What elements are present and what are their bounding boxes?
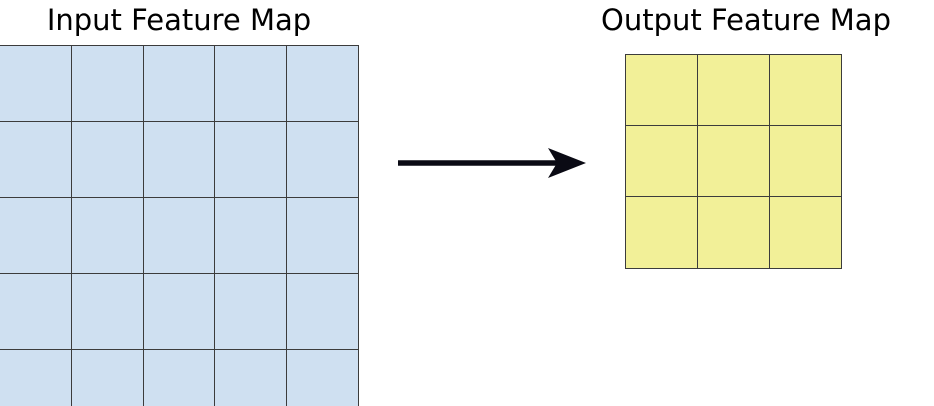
input-feature-map-cell: [0, 273, 73, 351]
input-feature-map-cell: [214, 121, 287, 199]
input-feature-map-cell: [0, 197, 73, 275]
input-feature-map-cell: [0, 45, 73, 123]
input-feature-map-cell: [285, 349, 359, 406]
input-feature-map-cell: [71, 349, 144, 406]
input-feature-map-cell: [214, 273, 287, 351]
input-feature-map-cell: [71, 121, 144, 199]
input-feature-map-cell: [142, 45, 216, 123]
output-feature-map-cell: [768, 196, 842, 269]
input-feature-map-cell: [71, 273, 144, 351]
output-feature-map-cell: [625, 125, 699, 198]
output-feature-map-cell: [768, 125, 842, 198]
input-feature-map-cell: [142, 349, 216, 406]
input-feature-map-cell: [142, 273, 216, 351]
transform-arrow-icon: [398, 148, 586, 178]
input-feature-map-cell: [214, 45, 287, 123]
input-feature-map-cell: [0, 121, 73, 199]
input-feature-map-grid: [0, 45, 359, 406]
input-feature-map-cell: [214, 349, 287, 406]
input-feature-map-cell: [71, 197, 144, 275]
input-feature-map-cell: [214, 197, 287, 275]
output-feature-map-cell: [697, 54, 770, 127]
input-feature-map-cell: [285, 121, 359, 199]
output-feature-map-cell: [625, 196, 699, 269]
output-feature-map-cell: [625, 54, 699, 127]
input-feature-map-cell: [285, 45, 359, 123]
output-feature-map-title: Output Feature Map: [601, 3, 891, 37]
input-feature-map-cell: [0, 349, 73, 406]
output-feature-map-cell: [697, 125, 770, 198]
output-feature-map-cell: [768, 54, 842, 127]
input-feature-map-cell: [285, 197, 359, 275]
input-feature-map-cell: [142, 197, 216, 275]
input-feature-map-cell: [285, 273, 359, 351]
input-feature-map-title: Input Feature Map: [46, 3, 312, 37]
input-feature-map-cell: [142, 121, 216, 199]
output-feature-map-cell: [697, 196, 770, 269]
output-feature-map-grid: [625, 54, 842, 269]
input-feature-map-cell: [71, 45, 144, 123]
